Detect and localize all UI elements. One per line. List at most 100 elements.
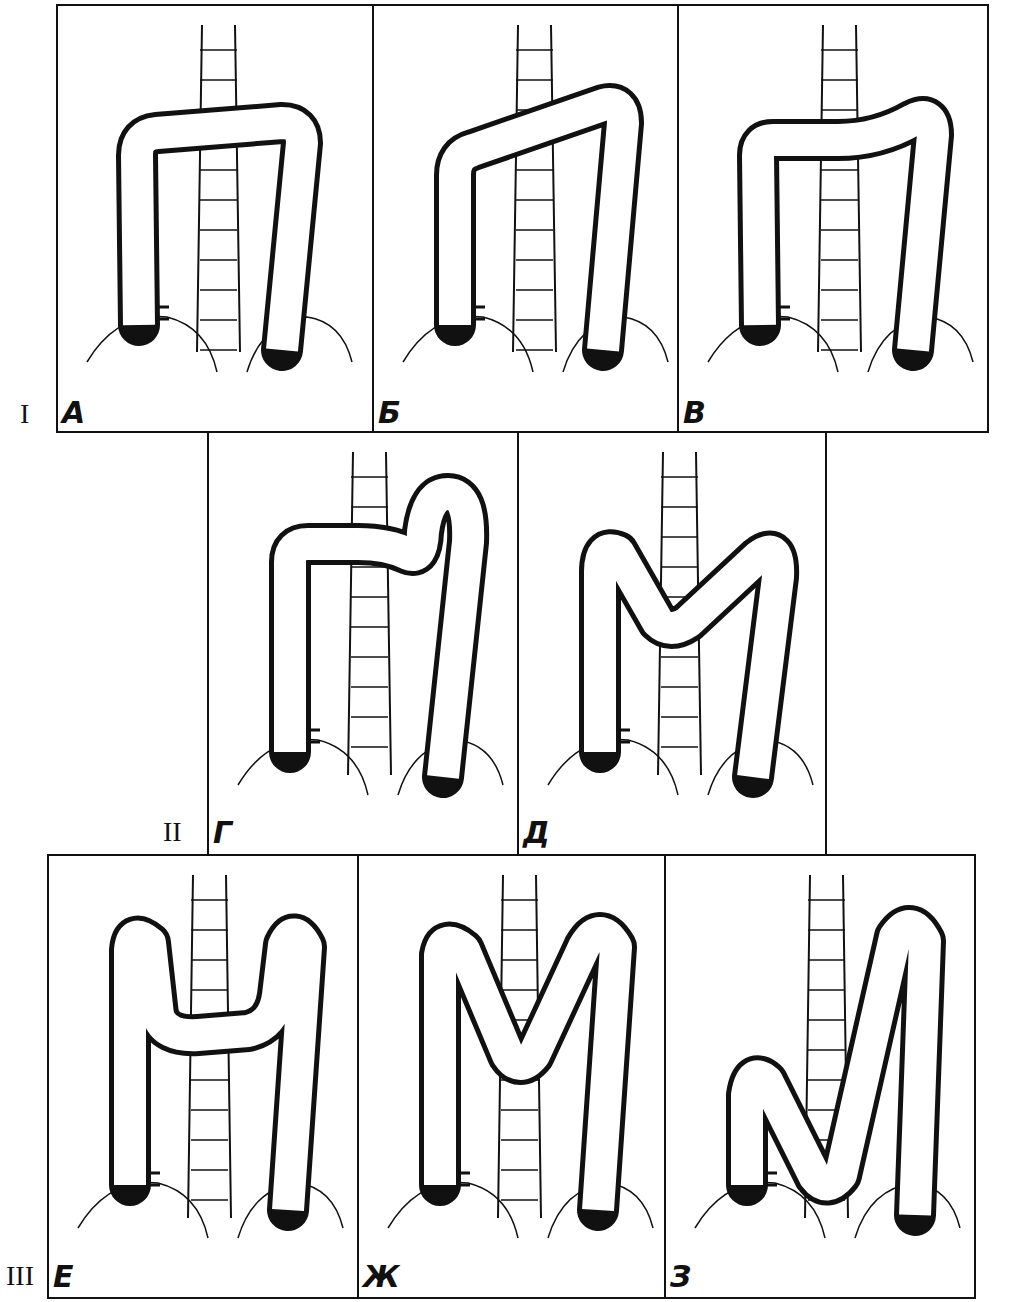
panel-frame [665,855,975,1298]
spine-rung [200,319,237,321]
spine-rung [516,49,553,51]
colon-panel [678,5,988,432]
colon-outline [440,933,616,1210]
ileocecal-mark [458,1173,470,1185]
spine-rung [821,109,858,111]
ileocecal-mark [157,307,169,319]
colon-outline [758,117,933,350]
spine-ladder [348,452,391,775]
spine-rung [351,716,388,718]
spine-rung [191,1139,228,1141]
spine-rung [501,1109,538,1111]
spine-ladder [818,25,861,352]
spine-rung [821,79,858,81]
spine-rung [821,259,858,261]
spine-rung [200,289,237,291]
panel-letter: Б [378,398,401,428]
spine-rung [191,959,228,961]
spine-rung [661,686,698,688]
spine-rung [808,1079,845,1081]
spine-rung [516,229,553,231]
spine-rung [351,656,388,658]
spine-rung [191,1109,228,1111]
spine-rung [821,49,858,51]
colon-outline [600,550,778,777]
spine-rung [516,349,553,351]
colon-outline [455,104,623,350]
spine-rung [501,899,538,901]
spine-rung [821,319,858,321]
spine-rung [808,929,845,931]
spine-rung [516,259,553,261]
spine-rung [501,989,538,991]
ileocecal-mark [148,1173,160,1185]
colon-panel [518,432,826,855]
colon-lumen [600,550,778,777]
spine-rung [501,1169,538,1171]
spine-rung [516,199,553,201]
spine-rung [661,656,698,658]
colon-outline [130,934,306,1210]
spine-rung [661,716,698,718]
panel-letter: Е [53,1262,74,1292]
panel-frame [48,855,358,1298]
spine-rung [516,319,553,321]
spine-rung [351,596,388,598]
colon-panel [48,855,358,1298]
spine-rung [191,1199,228,1201]
spine-rung [351,686,388,688]
spine-rung [661,476,698,478]
spine-rung [351,626,388,628]
spine-rung [661,746,698,748]
colon-lumen [455,104,623,350]
spine-rung [808,899,845,901]
spine-rung [808,989,845,991]
colon-lumen [130,934,306,1210]
spine-rung [191,989,228,991]
spine-rung [191,899,228,901]
spine-rung [661,536,698,538]
spine-rung [808,959,845,961]
colon-panel [358,855,665,1298]
colon-panel [665,855,975,1298]
panel-letter: В [683,398,706,428]
panel-letter: Г [213,818,232,848]
spine-rung [200,229,237,231]
spine-rung [351,476,388,478]
spine-rung [351,506,388,508]
spine-rung [191,1169,228,1171]
spine-ladder [197,25,240,352]
spine-rung [516,289,553,291]
panel-frame [373,5,678,432]
panel-frame [518,432,826,855]
spine-rung [501,929,538,931]
panel-letter: З [670,1262,691,1292]
spine-rung [661,506,698,508]
spine-rung [516,169,553,171]
colon-lumen [747,926,925,1215]
ileocecal-mark [765,1173,777,1185]
spine-rung [200,259,237,261]
group-number: III [6,1262,34,1290]
spine-rung [200,49,237,51]
panel-frame [358,855,665,1298]
spine-rung [200,199,237,201]
colon-lumen [290,494,468,777]
spine-rung [501,1139,538,1141]
spine-rung [821,169,858,171]
spine-rung [821,349,858,351]
ileocecal-mark [308,730,320,742]
colon-outline [747,926,925,1215]
colon-panel [208,432,518,855]
spine-rung [351,746,388,748]
spine-rung [200,79,237,81]
ileocecal-mark [778,307,790,319]
panel-frame [208,432,518,855]
colon-outline [290,494,468,777]
spine-rung [200,349,237,351]
spine-ladder [513,25,556,352]
spine-rung [191,929,228,931]
colon-lumen [440,933,616,1210]
colon-lumen [758,117,933,350]
spine-rung [821,229,858,231]
